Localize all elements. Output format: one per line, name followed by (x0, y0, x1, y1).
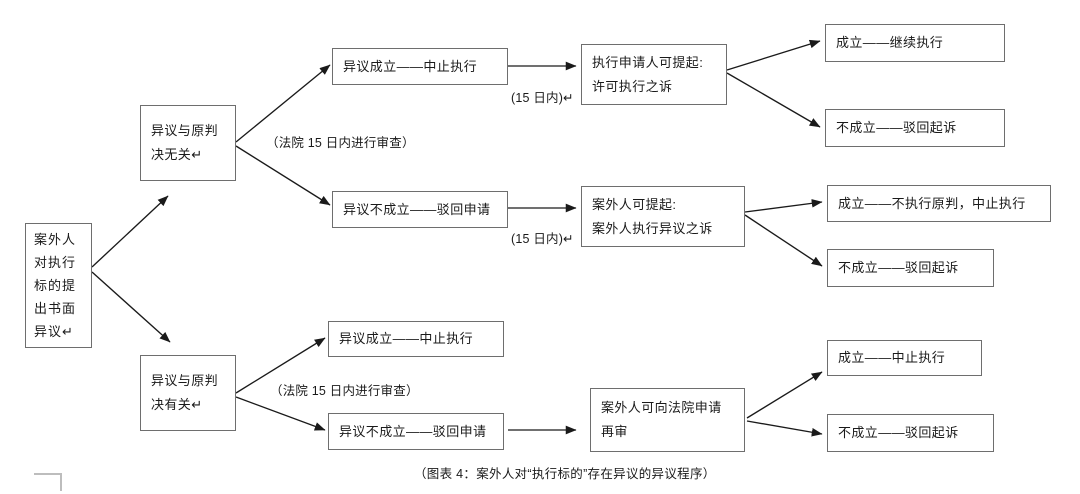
edge-outsider-to-result-b1 (744, 199, 823, 213)
node-branch-unrelated[interactable]: 异议与原判 决无关↵ (140, 105, 236, 181)
edge-applicant-to-result-a2 (726, 72, 821, 128)
node-upper-sustained[interactable]: 异议成立——中止执行 (332, 48, 508, 85)
node-result-b2[interactable]: 不成立——驳回起诉 (827, 249, 994, 287)
node-applicant-suit[interactable]: 执行申请人可提起: 许可执行之诉 (581, 44, 727, 105)
node-result-b1[interactable]: 成立——不执行原判，中止执行 (827, 185, 1051, 222)
node-retrial[interactable]: 案外人可向法院申请 再审 (590, 388, 745, 452)
edge-start-to-unrelated (91, 195, 169, 268)
node-upper-rejected[interactable]: 异议不成立——驳回申请 (332, 191, 508, 228)
edge-related-to-lower-rejected (235, 396, 326, 431)
node-lower-rejected[interactable]: 异议不成立——驳回申请 (328, 413, 504, 450)
node-result-a1[interactable]: 成立——继续执行 (825, 24, 1005, 62)
edge-label-review-upper: （法院 15 日内进行审查） (266, 136, 415, 150)
node-branch-related[interactable]: 异议与原判 决有关↵ (140, 355, 236, 431)
edge-retrial-to-result-c1 (746, 371, 823, 419)
edge-label-deadline-upper: (15 日内)↵ (511, 91, 574, 105)
edge-outsider-to-result-b2 (744, 214, 823, 267)
edge-start-to-related (91, 271, 171, 343)
node-start[interactable]: 案外人 对执行 标的提 出书面 异议↵ (25, 223, 92, 348)
node-lower-sustained[interactable]: 异议成立——中止执行 (328, 321, 504, 357)
page-corner-mark (34, 473, 62, 491)
node-result-c2[interactable]: 不成立——驳回起诉 (827, 414, 994, 452)
edge-unrelated-to-rejected (235, 145, 331, 206)
node-result-c1[interactable]: 成立——中止执行 (827, 340, 982, 376)
node-outsider-suit[interactable]: 案外人可提起: 案外人执行异议之诉 (581, 186, 745, 247)
node-result-a2[interactable]: 不成立——驳回起诉 (825, 109, 1005, 147)
edge-retrial-to-result-c2 (746, 420, 823, 437)
figure-caption: （图表 4：案外人对“执行标的”存在异议的异议程序） (414, 467, 716, 481)
edge-label-deadline-lower: (15 日内)↵ (511, 232, 574, 246)
edge-unrelated-to-sustained (235, 64, 331, 143)
edge-label-review-lower: （法院 15 日内进行审查） (270, 384, 419, 398)
edge-applicant-to-result-a1 (726, 39, 821, 71)
